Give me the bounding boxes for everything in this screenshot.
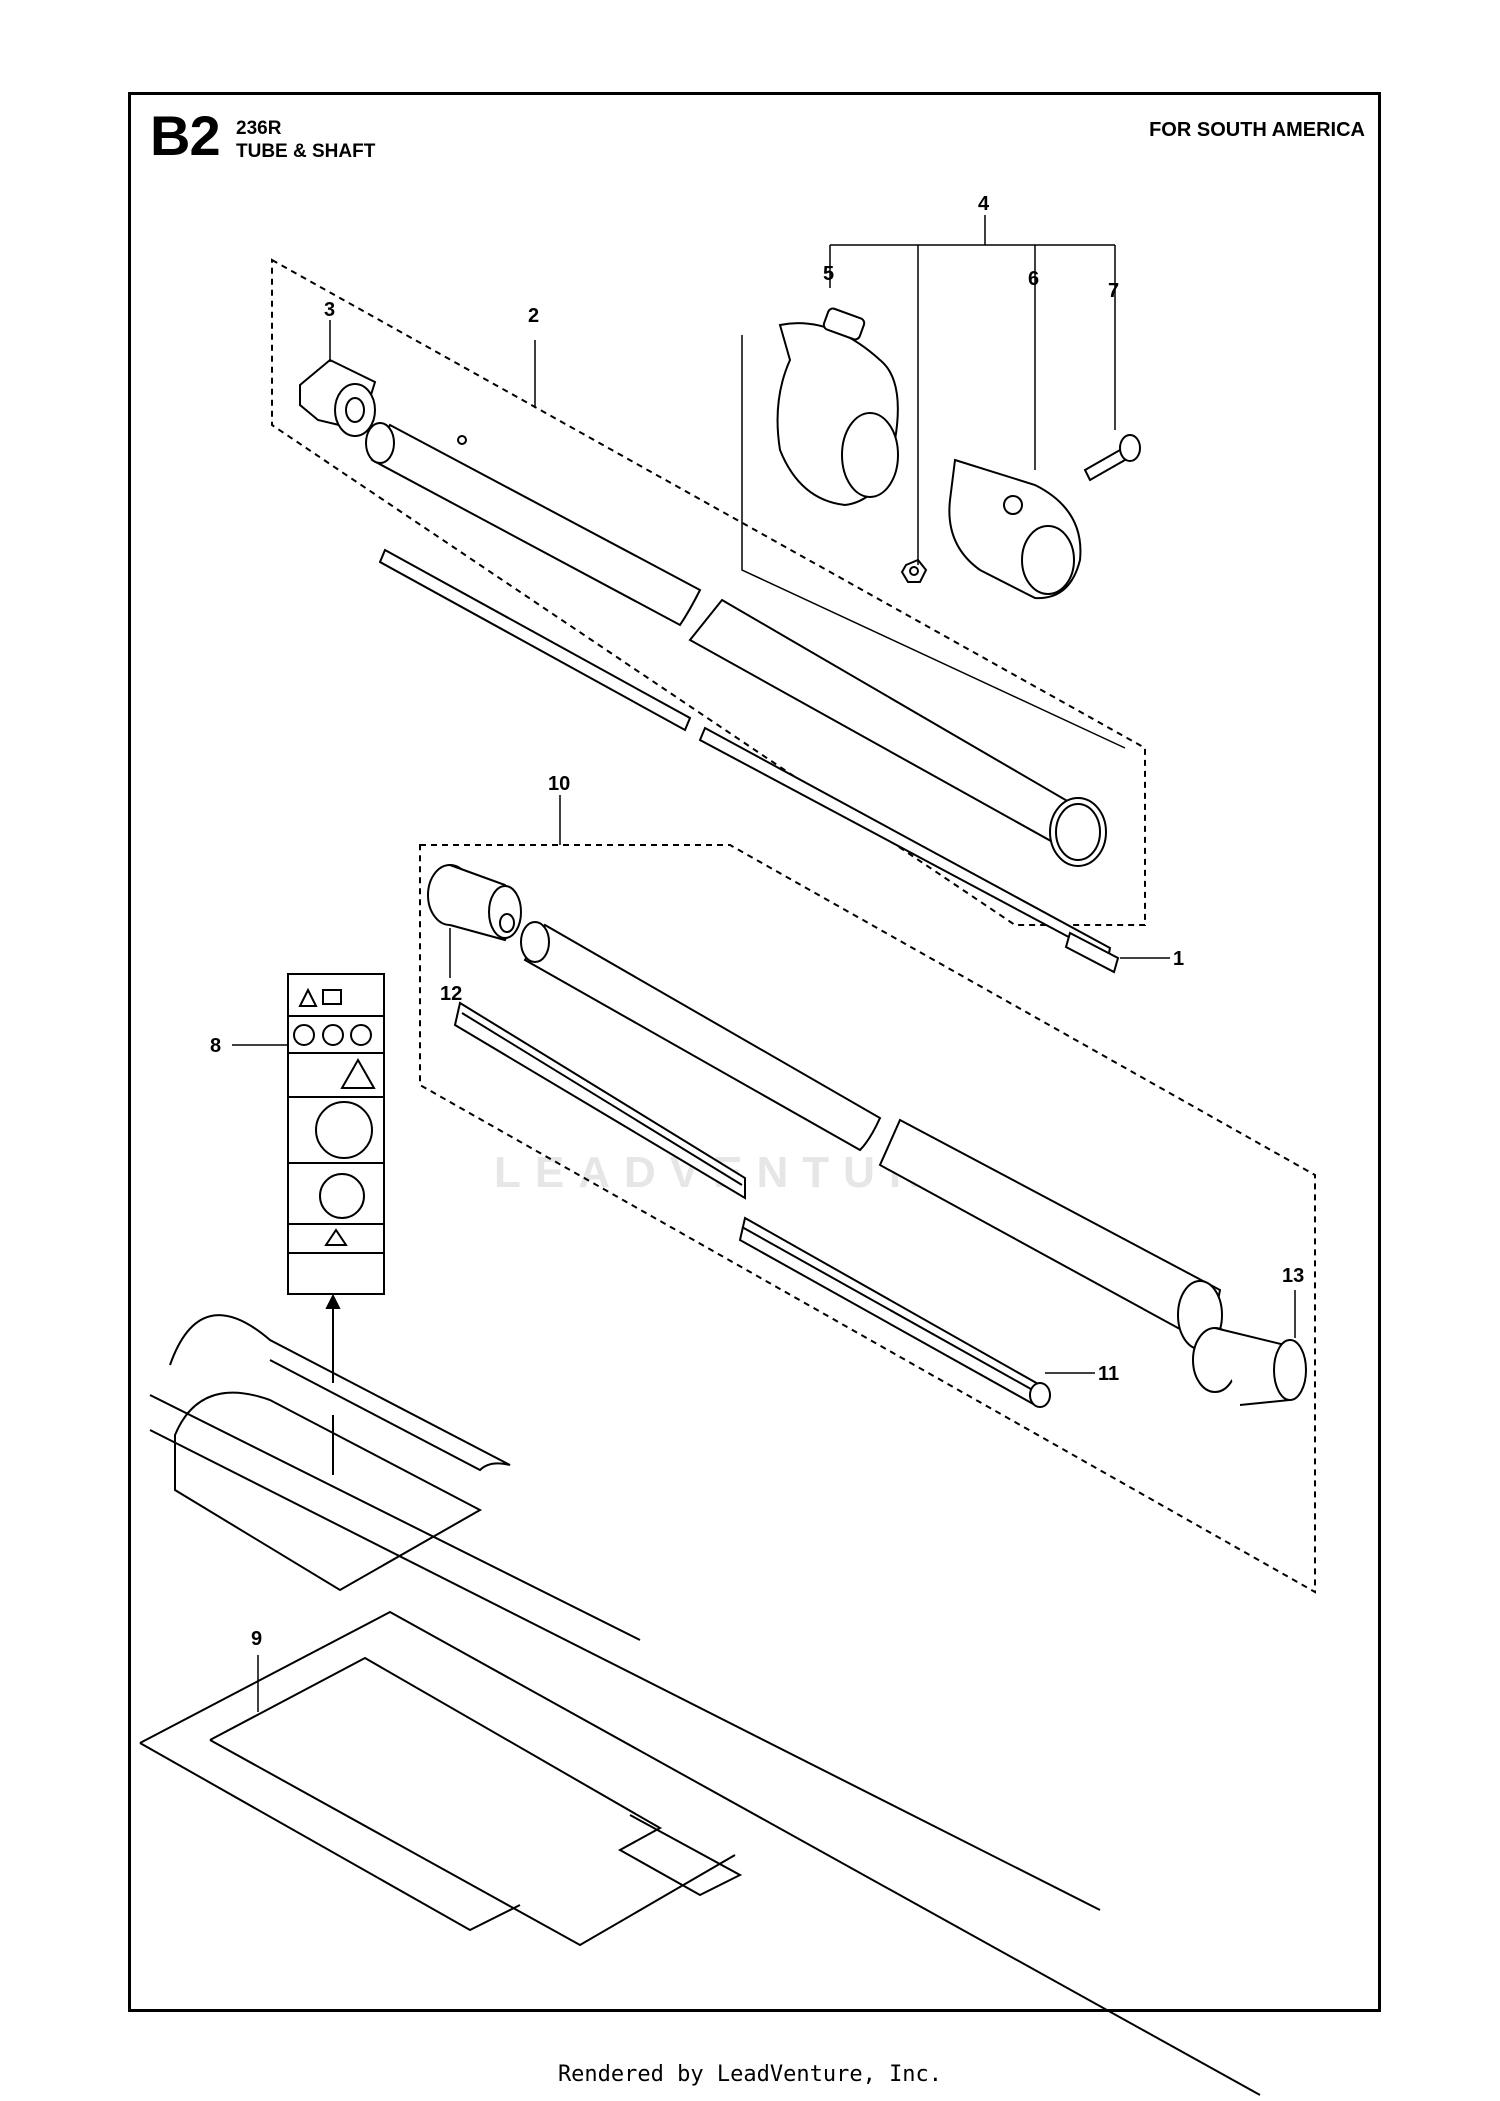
part-11-guard bbox=[453, 1001, 1051, 1408]
lower-assembly-boundary bbox=[419, 844, 1316, 1594]
region-label: FOR SOUTH AMERICA bbox=[1149, 119, 1365, 141]
callout-12: 12 bbox=[440, 983, 462, 1005]
part-3-bushing bbox=[299, 358, 377, 437]
model-number: 236R bbox=[236, 118, 282, 139]
callout-4: 4 bbox=[978, 193, 990, 215]
callout-13: 13 bbox=[1282, 1265, 1304, 1287]
page-title: TUBE & SHAFT bbox=[236, 141, 376, 162]
callout-2: 2 bbox=[528, 305, 539, 327]
callout-1: 1 bbox=[1173, 948, 1184, 970]
callout-9: 9 bbox=[251, 1628, 262, 1650]
section-code: B2 bbox=[150, 104, 221, 167]
part-5-clamp bbox=[776, 307, 899, 507]
part-9-instruction-card bbox=[139, 1610, 1261, 2096]
part-6-bracket bbox=[948, 458, 1082, 600]
callout-11: 11 bbox=[1098, 1363, 1119, 1385]
tube-assembly-boundary bbox=[271, 258, 1146, 926]
footer-credit: Rendered by LeadVenture, Inc. bbox=[557, 2062, 943, 2087]
callout-10: 10 bbox=[548, 773, 570, 795]
part-7-screw bbox=[1083, 434, 1141, 482]
callout-7: 7 bbox=[1108, 280, 1119, 302]
callout-6: 6 bbox=[1028, 268, 1039, 290]
part-1-drive-shaft bbox=[378, 548, 1120, 974]
callout-labels: 1 2 3 4 5 6 7 8 9 10 11 12 13 bbox=[210, 193, 1304, 1650]
callout-5: 5 bbox=[823, 263, 834, 285]
leader-lines bbox=[232, 215, 1296, 1712]
callout-8: 8 bbox=[210, 1035, 221, 1057]
nut bbox=[900, 558, 928, 583]
decal-sleeve bbox=[149, 1293, 1101, 1911]
diagram-frame bbox=[128, 92, 1381, 2012]
part-8-warning-decal bbox=[287, 973, 385, 1295]
part-10-tube bbox=[520, 921, 1223, 1350]
part-2-tube bbox=[365, 422, 1107, 867]
part-13-cap bbox=[1192, 1327, 1307, 1406]
part-12-bushing bbox=[427, 864, 522, 942]
callout-3: 3 bbox=[324, 299, 335, 321]
